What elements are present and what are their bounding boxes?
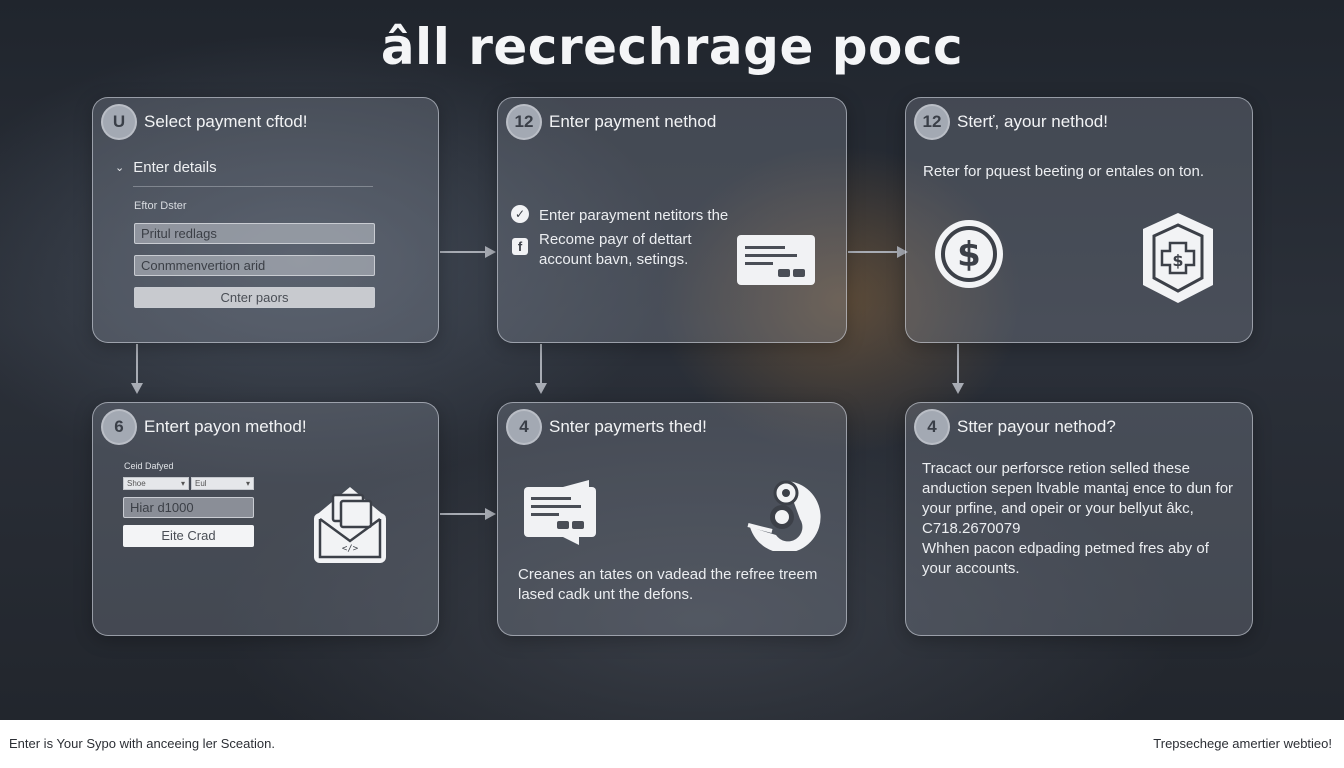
step-4-panel: 6 Entert payon method! Ceid Dafyed Shoe … [92, 402, 439, 636]
step-4-header: 6 Entert payon method! [101, 409, 307, 445]
arrow-1-to-4-head [131, 383, 143, 394]
svg-text:$: $ [957, 235, 981, 275]
steam-icon [746, 479, 824, 556]
select-1[interactable]: Shoe ▾ [123, 477, 189, 490]
enter-card-button[interactable]: Eite Crad [123, 525, 254, 547]
step-3-header: 12 Sterť, ayour nethod! [914, 104, 1108, 140]
arrow-2-to-3-head [897, 246, 908, 258]
step-1-panel: U Select payment cftod! ⌄ Enter details … [92, 97, 439, 343]
details-field-1[interactable]: Pritul redlags [134, 223, 375, 244]
payment-card-icon [736, 234, 816, 291]
step-5-badge: 4 [506, 409, 542, 445]
step-6-paragraph-2: Whhen pacon edpading petmed fres aby of … [922, 540, 1209, 577]
step-6-panel: 4 Stter payour nethod? Tracact our perfo… [905, 402, 1253, 636]
select-2[interactable]: Eul ▾ [191, 477, 254, 490]
step-3-text: Reter for pquest beeting or entales on t… [923, 163, 1205, 180]
enter-details-dropdown[interactable]: ⌄ Enter details [115, 159, 217, 176]
svg-text:</>: </> [342, 544, 359, 554]
details-field-2[interactable]: Conmmenvertion arid [134, 255, 375, 276]
footer-bar: Enter is Your Sypo with anceeing ler Sce… [0, 720, 1344, 768]
dollar-coin-icon: $ [933, 218, 1005, 295]
svg-text:$: $ [1172, 251, 1183, 270]
facebook-icon: f [512, 238, 528, 255]
arrow-3-to-6 [957, 344, 959, 384]
chevron-down-icon: ⌄ [115, 162, 125, 174]
field-label: Eftor Dster [134, 200, 187, 212]
step-3-heading: Sterť, ayour nethod! [957, 112, 1108, 131]
step-3-badge: 12 [914, 104, 950, 140]
arrow-3-to-6-head [952, 383, 964, 394]
envelope-icon: </> [311, 485, 389, 570]
step-2-heading: Enter payment nethod [549, 112, 717, 131]
step-1-header: U Select payment cftod! [101, 104, 307, 140]
step-1-badge: U [101, 104, 137, 140]
enter-details-label: Enter details [133, 159, 217, 176]
step-5-text: Creanes an tates on vadead the refree tr… [518, 566, 818, 603]
step-1-heading: Select payment cftod! [144, 112, 308, 131]
amount-field[interactable]: Hiar d1000 [123, 497, 254, 518]
card-details-label: Ceid Dafyed [124, 461, 174, 471]
step-6-badge: 4 [914, 409, 950, 445]
arrow-1-to-2 [440, 251, 486, 253]
step-4-heading: Entert payon method! [144, 417, 307, 436]
arrow-2-to-5-head [535, 383, 547, 394]
step-5-heading: Snter paymerts thed! [549, 417, 707, 436]
step-5-header: 4 Snter paymerts thed! [506, 409, 707, 445]
chevron-down-icon: ▾ [180, 479, 185, 488]
step-2-line-3: account bavn, setings. [539, 251, 689, 268]
arrow-1-to-2-head [485, 246, 496, 258]
check-circle-icon: ✓ [511, 205, 529, 223]
footer-left-text: Enter is Your Sypo with anceeing ler Sce… [9, 736, 275, 751]
background [0, 0, 1344, 720]
payment-card-icon [523, 479, 597, 552]
arrow-4-to-5-head [485, 508, 496, 520]
step-3-panel: 12 Sterť, ayour nethod! Reter for pquest… [905, 97, 1253, 343]
chevron-down-icon: ▾ [245, 479, 250, 488]
footer-right-text: Trepsechege amertier webtieo! [1153, 736, 1332, 751]
step-2-line-2: Recome payr of dettart [539, 231, 692, 248]
dollar-shield-icon: $ [1139, 211, 1217, 310]
step-2-header: 12 Enter payment nethod [506, 104, 716, 140]
select-1-value: Shoe [127, 479, 146, 488]
arrow-4-to-5 [440, 513, 486, 515]
step-6-heading: Stter payour nethod? [957, 417, 1116, 436]
step-2-panel: 12 Enter payment nethod ✓ Enter paraymen… [497, 97, 847, 343]
enter-button[interactable]: Cnter paors [134, 287, 375, 308]
select-2-value: Eul [195, 479, 207, 488]
step-6-header: 4 Stter payour nethod? [914, 409, 1116, 445]
page-title: âll recrechrage pocc [380, 18, 964, 76]
divider [133, 186, 373, 187]
step-2-line-1: Enter parayment netitors the [539, 207, 729, 224]
step-4-badge: 6 [101, 409, 137, 445]
step-5-panel: 4 Snter paymerts thed! Creanes an tates … [497, 402, 847, 636]
arrow-2-to-3 [848, 251, 898, 253]
step-6-paragraph-1: Tracact our perforsce retion selled thes… [922, 460, 1234, 537]
arrow-2-to-5 [540, 344, 542, 384]
arrow-1-to-4 [136, 344, 138, 384]
step-2-badge: 12 [506, 104, 542, 140]
